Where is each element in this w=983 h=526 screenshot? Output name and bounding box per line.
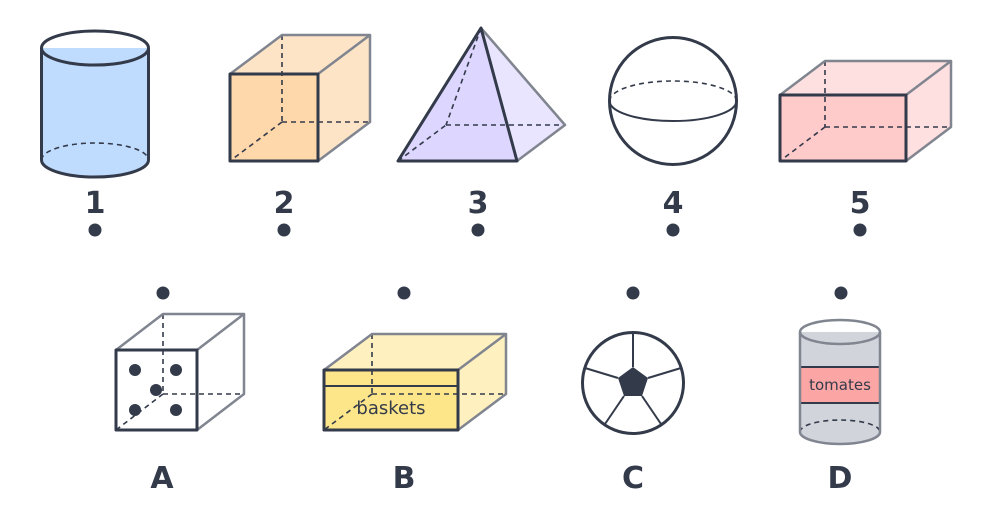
match-dot-1[interactable]	[88, 223, 102, 237]
label-4: 4	[663, 186, 684, 221]
shape-2-cube	[228, 33, 372, 163]
label-1: 1	[85, 186, 106, 221]
label-C: C	[622, 461, 644, 496]
shape-3-pyramid	[396, 26, 567, 163]
match-dot-5[interactable]	[853, 223, 867, 237]
match-dot-C[interactable]	[626, 286, 640, 300]
label-5: 5	[850, 186, 871, 221]
match-dot-A[interactable]	[156, 286, 170, 300]
can-label-band	[800, 367, 880, 403]
object-A-die	[114, 312, 246, 432]
shape-4-sphere	[608, 36, 738, 166]
object-C-soccer-ball	[581, 331, 685, 435]
match-dot-B[interactable]	[397, 286, 411, 300]
label-2: 2	[274, 186, 295, 221]
label-D: D	[828, 461, 853, 496]
object-B-box: baskets	[322, 332, 508, 432]
object-D-can: tomates	[798, 318, 882, 446]
label-3: 3	[468, 186, 489, 221]
label-B: B	[393, 461, 416, 496]
shape-5-rectangular-prism	[778, 59, 953, 163]
match-dot-3[interactable]	[471, 223, 485, 237]
die-pip	[129, 364, 141, 376]
die-pip	[170, 364, 182, 376]
die-pip	[170, 404, 182, 416]
can-label-text: tomates	[809, 376, 871, 394]
match-dot-D[interactable]	[834, 286, 848, 300]
label-A: A	[150, 461, 174, 496]
match-dot-4[interactable]	[666, 223, 680, 237]
pentagon-patch	[618, 367, 648, 396]
shape-1-cylinder	[40, 29, 150, 179]
die-pip	[150, 384, 162, 396]
match-dot-2[interactable]	[277, 223, 291, 237]
box-label-text: baskets	[356, 398, 425, 419]
die-pip	[129, 404, 141, 416]
